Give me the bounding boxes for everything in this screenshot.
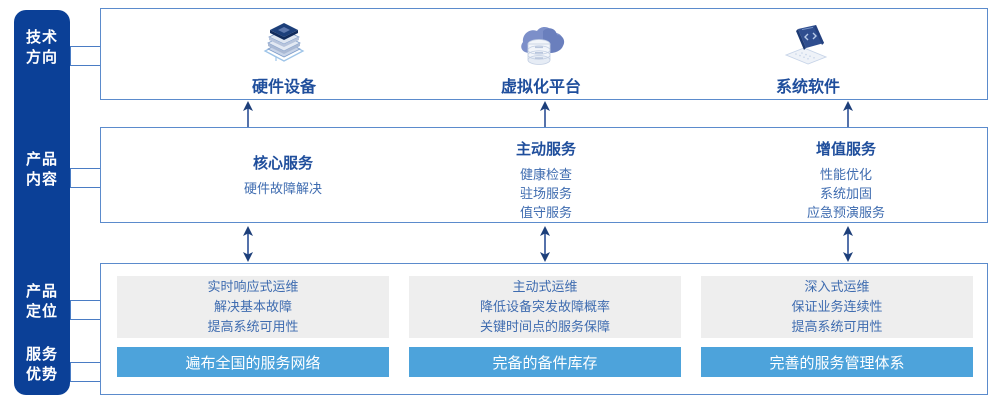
product-content-panel: 核心服务 硬件故障解决 主动服务 健康检查 驻场服务 值守服务 增值服务 性能优… [100,127,988,223]
advantage-bar-service-network[interactable]: 遍布全国的服务网络 [117,347,389,377]
sidebar-label-line1: 技术 [25,29,58,46]
tech-label: 硬件设备 [251,79,316,96]
laptop-code-icon [693,17,923,71]
positioning-advantage-panel: 实时响应式运维 解决基本故障 提高系统可用性 遍布全国的服务网络 主动式运维 降… [100,263,988,395]
tech-column-virtualization[interactable]: 虚拟化平台 [426,17,656,101]
tech-column-hardware[interactable]: 硬件设备 [169,17,399,101]
content-title: 主动服务 [515,141,576,158]
sidebar-item-service-advantage[interactable]: 服务 优势 [14,345,70,385]
positioning-line: 关键时间点的服务保障 [479,319,610,334]
server-stack-icon [169,17,399,71]
sidebar-label-line2: 内容 [25,171,58,188]
positioning-line: 降低设备突发故障概率 [479,299,610,314]
sidebar-label-line2: 方向 [25,49,58,66]
content-item: 系统加固 [819,186,872,201]
sidebar-label-line2: 优势 [25,366,58,383]
content-item: 值守服务 [519,205,572,220]
connector-tech-direction [70,46,101,66]
positioning-line: 解决基本故障 [213,299,292,314]
content-column-value-added-service[interactable]: 增值服务 性能优化 系统加固 应急预演服务 [716,138,976,222]
content-item: 硬件故障解决 [243,181,322,196]
sidebar-item-tech-direction[interactable]: 技术 方向 [14,28,70,68]
content-column-proactive-service[interactable]: 主动服务 健康检查 驻场服务 值守服务 [416,138,676,222]
positioning-line: 提高系统可用性 [207,319,299,334]
content-item: 性能优化 [819,167,872,182]
arrow-content-to-positioning-middle [538,226,552,267]
positioning-line: 主动式运维 [512,279,578,294]
tech-column-system-software[interactable]: 系统软件 [693,17,923,101]
advantage-label: 完备的备件库存 [492,354,598,372]
content-title: 核心服务 [252,155,313,172]
sidebar-label-line1: 产品 [25,151,58,168]
positioning-card-realtime[interactable]: 实时响应式运维 解决基本故障 提高系统可用性 [117,276,389,338]
content-item: 应急预演服务 [806,205,885,220]
tech-label: 系统软件 [775,79,840,96]
sidebar-item-product-positioning[interactable]: 产品 定位 [14,282,70,322]
connector-product-positioning [70,300,101,320]
advantage-label: 完善的服务管理体系 [769,354,905,372]
arrow-tech-to-content-virtualization [538,101,552,132]
sidebar-label-line1: 产品 [25,283,58,300]
connector-product-content [70,168,101,188]
arrow-content-to-positioning-right [841,226,855,267]
arrow-tech-to-content-hardware [241,101,255,132]
tech-label: 虚拟化平台 [500,79,581,96]
content-title: 增值服务 [815,141,876,158]
positioning-line: 保证业务连续性 [791,299,883,314]
sidebar [14,10,70,395]
positioning-line: 实时响应式运维 [207,279,299,294]
sidebar-item-product-content[interactable]: 产品 内容 [14,150,70,190]
cloud-database-icon [426,17,656,71]
sidebar-label-line2: 定位 [25,303,58,320]
connector-service-advantage [70,362,101,382]
advantage-bar-spare-parts[interactable]: 完备的备件库存 [409,347,681,377]
arrow-tech-to-content-system-software [841,101,855,132]
sidebar-label-line1: 服务 [25,346,58,363]
positioning-line: 深入式运维 [804,279,870,294]
positioning-card-proactive[interactable]: 主动式运维 降低设备突发故障概率 关键时间点的服务保障 [409,276,681,338]
tech-direction-panel: 硬件设备 虚拟化平台 [100,8,988,100]
advantage-bar-management-system[interactable]: 完善的服务管理体系 [701,347,973,377]
positioning-line: 提高系统可用性 [791,319,883,334]
positioning-card-indepth[interactable]: 深入式运维 保证业务连续性 提高系统可用性 [701,276,973,338]
content-item: 健康检查 [519,167,572,182]
arrow-content-to-positioning-left [241,226,255,267]
content-column-core-service[interactable]: 核心服务 硬件故障解决 [153,152,413,198]
advantage-label: 遍布全国的服务网络 [185,354,321,372]
content-item: 驻场服务 [519,186,572,201]
